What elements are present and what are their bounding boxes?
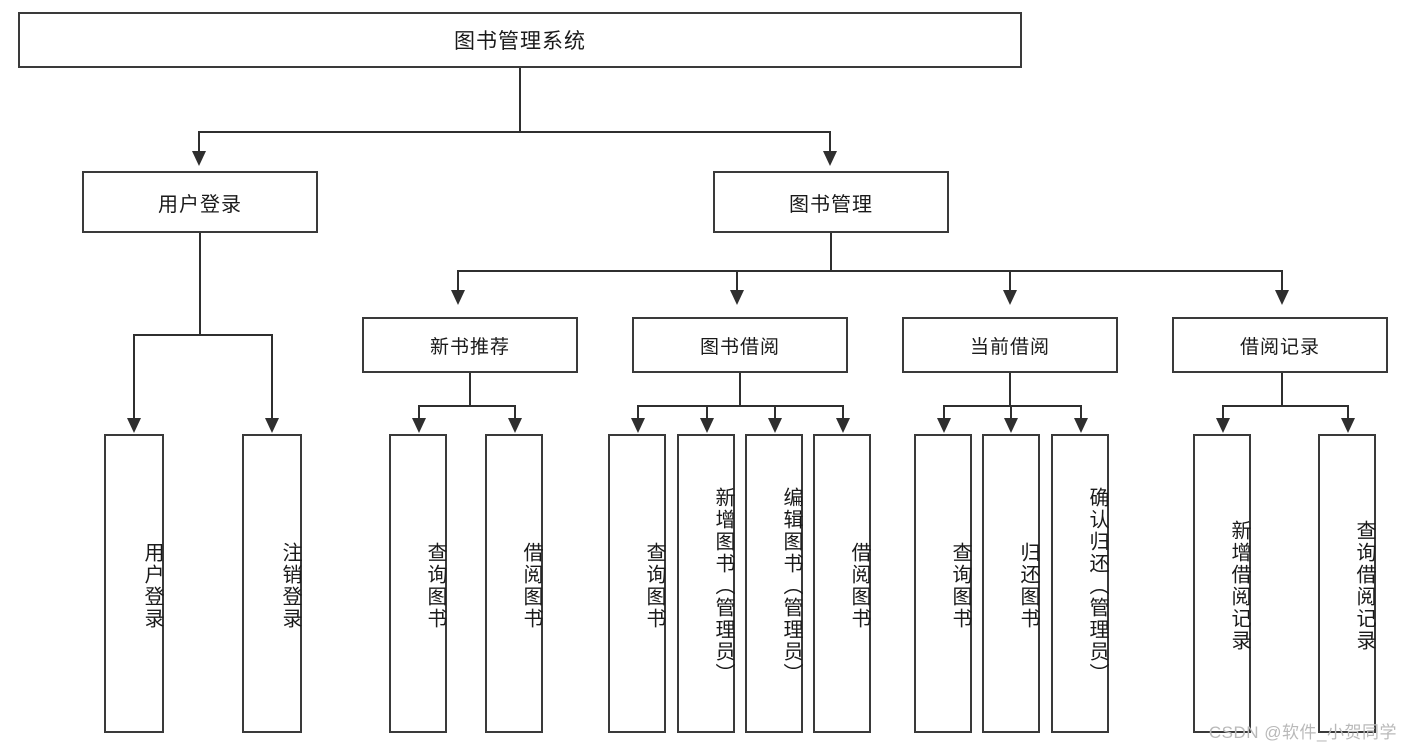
connector-drop-bb-2 — [706, 405, 708, 420]
connector-book-management-bus — [457, 270, 1283, 272]
node-label: 确认归还（管理员） — [1086, 486, 1108, 685]
connector-drop-cb-1 — [943, 405, 945, 420]
arrowhead-to-current-borrow — [1003, 290, 1017, 305]
arrowhead-to-new-book-recommend — [451, 290, 465, 305]
node-label: 新书推荐 — [429, 336, 510, 358]
node-label: 新增借阅记录 — [1228, 519, 1250, 652]
node-label: 查询图书 — [424, 541, 446, 630]
leaf-query-book-borrow[interactable]: 查询图书 — [608, 434, 666, 733]
leaf-query-book-new-recommend[interactable]: 查询图书 — [389, 434, 447, 733]
connector-drop-ul-2 — [271, 334, 273, 420]
arrowhead-to-leaf-query-record — [1341, 418, 1355, 433]
node-label: 图书管理系统 — [454, 30, 586, 53]
arrowhead-to-leaf-edit-book — [768, 418, 782, 433]
connector-current-borrow-stem — [1009, 373, 1011, 406]
connector-drop-bb-3 — [774, 405, 776, 420]
connector-book-borrow-bus — [637, 405, 844, 407]
leaf-confirm-return-admin[interactable]: 确认归还（管理员） — [1051, 434, 1109, 733]
arrowhead-to-leaf-add-record — [1216, 418, 1230, 433]
node-label: 借阅记录 — [1239, 336, 1320, 358]
connector-root-drop-right — [829, 131, 831, 151]
connector-drop-cb-2 — [1010, 405, 1012, 420]
connector-root-stem — [519, 68, 521, 133]
arrowhead-to-leaf-logout — [265, 418, 279, 433]
node-label: 新增图书（管理员） — [712, 486, 734, 685]
node-label: 编辑图书（管理员） — [780, 486, 802, 685]
leaf-add-borrow-record[interactable]: 新增借阅记录 — [1193, 434, 1251, 733]
leaf-user-login[interactable]: 用户登录 — [104, 434, 164, 733]
connector-new-book-bus — [418, 405, 516, 407]
leaf-borrow-book[interactable]: 借阅图书 — [813, 434, 871, 733]
arrowhead-to-book-management — [823, 151, 837, 166]
node-label: 查询图书 — [643, 541, 665, 630]
arrowhead-to-leaf-query-book-bb — [631, 418, 645, 433]
connector-drop-br-1 — [1222, 405, 1224, 420]
arrowhead-to-leaf-borrow-book-bb — [836, 418, 850, 433]
node-label: 查询图书 — [949, 541, 971, 630]
connector-root-bus — [198, 131, 831, 133]
arrowhead-to-leaf-query-book-nb — [412, 418, 426, 433]
connector-root-drop-left — [198, 131, 200, 151]
connector-user-login-stem — [199, 233, 201, 335]
node-label: 归还图书 — [1017, 541, 1039, 630]
node-label: 当前借阅 — [969, 336, 1050, 358]
arrowhead-to-borrow-record — [1275, 290, 1289, 305]
arrowhead-to-leaf-return-book — [1004, 418, 1018, 433]
node-user-login[interactable]: 用户登录 — [82, 171, 318, 233]
leaf-add-book-admin[interactable]: 新增图书（管理员） — [677, 434, 735, 733]
connector-drop-new-book — [457, 270, 459, 290]
node-label: 借阅图书 — [848, 541, 870, 630]
arrowhead-to-leaf-confirm-return — [1074, 418, 1088, 433]
leaf-return-book[interactable]: 归还图书 — [982, 434, 1040, 733]
connector-borrow-record-stem — [1281, 373, 1283, 406]
connector-drop-borrow-record — [1281, 270, 1283, 290]
connector-drop-nb-2 — [514, 405, 516, 420]
node-label: 图书管理 — [789, 193, 873, 216]
arrowhead-to-leaf-query-book-cb — [937, 418, 951, 433]
connector-new-book-stem — [469, 373, 471, 406]
leaf-edit-book-admin[interactable]: 编辑图书（管理员） — [745, 434, 803, 733]
arrowhead-to-book-borrow — [730, 290, 744, 305]
node-root-book-management-system[interactable]: 图书管理系统 — [18, 12, 1022, 68]
node-label: 查询借阅记录 — [1353, 519, 1375, 652]
leaf-borrow-book-new-recommend[interactable]: 借阅图书 — [485, 434, 543, 733]
connector-borrow-record-bus — [1222, 405, 1349, 407]
arrowhead-to-user-login — [192, 151, 206, 166]
connector-current-borrow-bus — [943, 405, 1082, 407]
leaf-query-borrow-record[interactable]: 查询借阅记录 — [1318, 434, 1376, 733]
node-label: 用户登录 — [141, 541, 163, 630]
arrowhead-to-leaf-user-login — [127, 418, 141, 433]
arrowhead-to-leaf-borrow-book-nb — [508, 418, 522, 433]
connector-drop-ul-1 — [133, 334, 135, 420]
node-borrow-record[interactable]: 借阅记录 — [1172, 317, 1388, 373]
connector-drop-br-2 — [1347, 405, 1349, 420]
connector-book-borrow-stem — [739, 373, 741, 406]
node-label: 注销登录 — [279, 541, 301, 630]
node-label: 借阅图书 — [520, 541, 542, 630]
connector-drop-bb-1 — [637, 405, 639, 420]
node-book-borrow[interactable]: 图书借阅 — [632, 317, 848, 373]
leaf-query-book-current[interactable]: 查询图书 — [914, 434, 972, 733]
leaf-logout[interactable]: 注销登录 — [242, 434, 302, 733]
connector-drop-book-borrow — [736, 270, 738, 290]
node-book-management[interactable]: 图书管理 — [713, 171, 949, 233]
arrowhead-to-leaf-add-book — [700, 418, 714, 433]
node-label: 用户登录 — [158, 193, 242, 216]
connector-user-login-bus — [133, 334, 273, 336]
node-label: 图书借阅 — [699, 336, 780, 358]
connector-book-management-stem — [830, 233, 832, 271]
connector-drop-nb-1 — [418, 405, 420, 420]
connector-drop-current-borrow — [1009, 270, 1011, 290]
connector-drop-cb-3 — [1080, 405, 1082, 420]
node-current-borrow[interactable]: 当前借阅 — [902, 317, 1118, 373]
connector-drop-bb-4 — [842, 405, 844, 420]
node-new-book-recommend[interactable]: 新书推荐 — [362, 317, 578, 373]
